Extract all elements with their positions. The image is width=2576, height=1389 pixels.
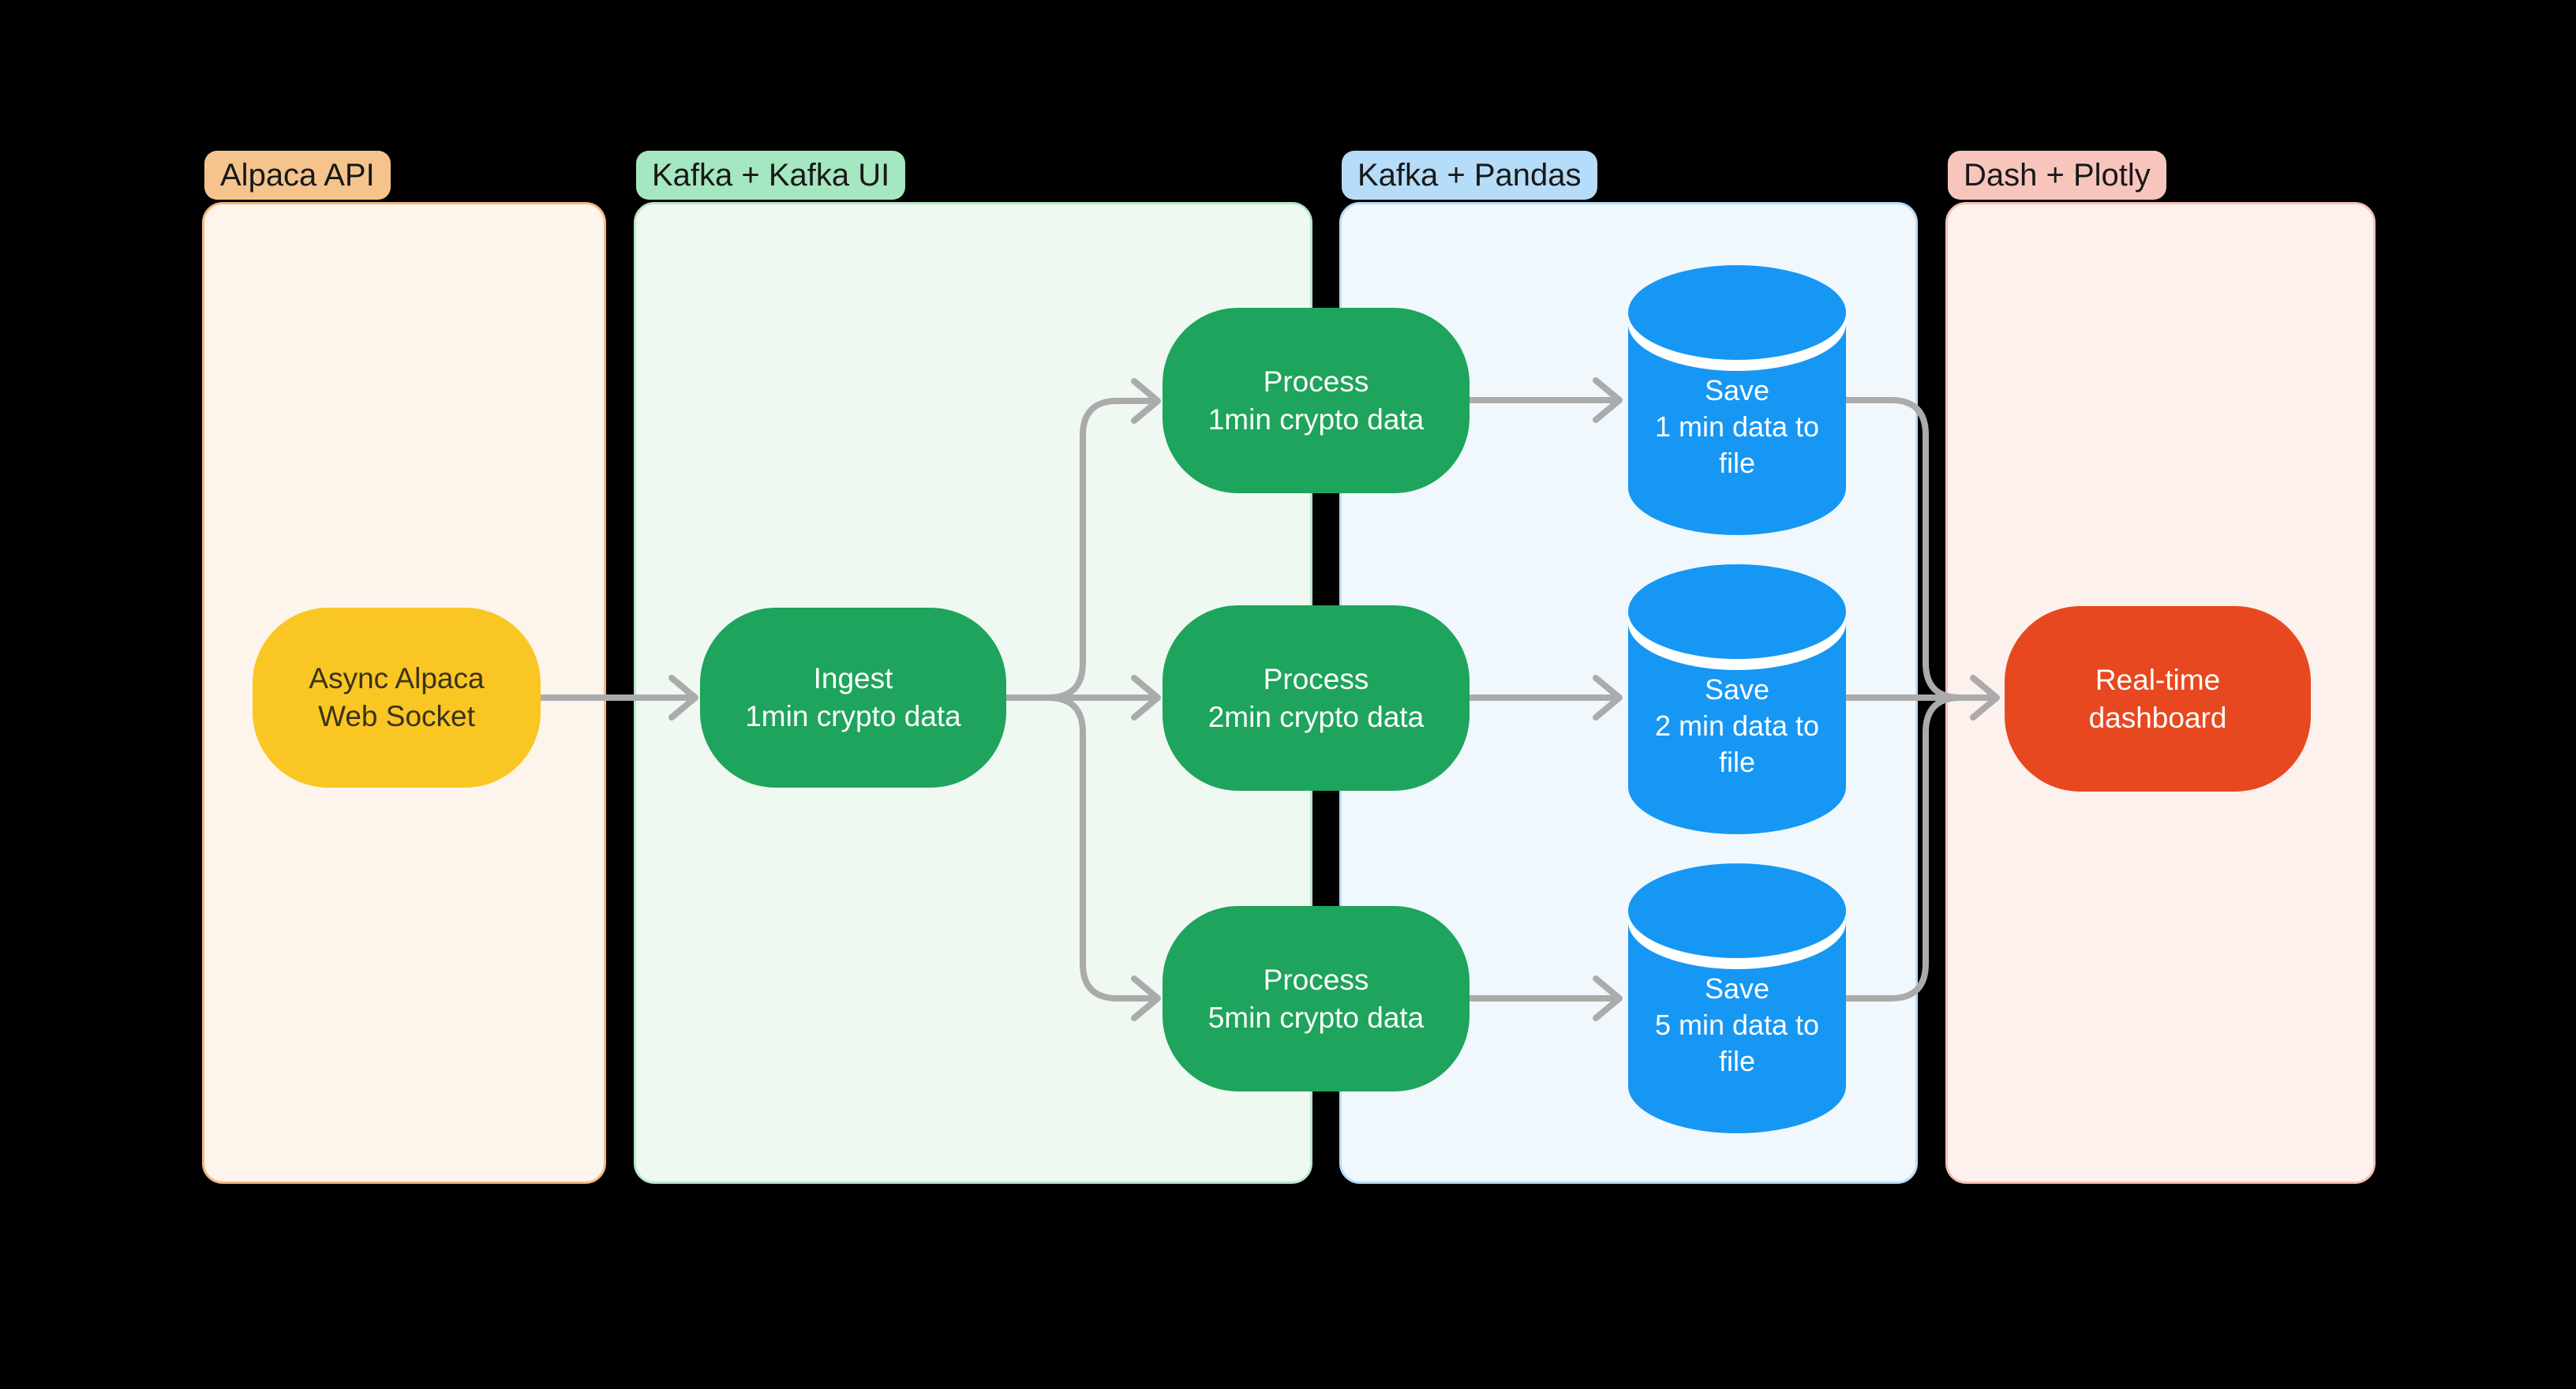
node-text-line: file bbox=[1718, 1045, 1756, 1077]
node-process-2min-crypto-data: Process 2min crypto data bbox=[1163, 605, 1470, 791]
arrow-ingest-to-process-1min bbox=[1003, 378, 1161, 701]
node-ingest-1min-crypto-data: Ingest 1min crypto data bbox=[700, 608, 1006, 788]
node-text-line: 5 min data to bbox=[1654, 1009, 1820, 1041]
node-text-line: Ingest bbox=[813, 662, 893, 694]
database-cylinder-icon bbox=[1628, 863, 1846, 1133]
node-text-line: 5min crypto data bbox=[1208, 1001, 1425, 1034]
lane-label-dash-plotly: Dash + Plotly bbox=[1948, 151, 2166, 200]
node-text-line: 1min crypto data bbox=[1208, 402, 1425, 436]
node-text-line: file bbox=[1718, 746, 1756, 778]
database-save-5min: Save 5 min data to file bbox=[1628, 862, 1846, 1135]
node-text-line: Save bbox=[1704, 374, 1770, 406]
arrow-save-5min-to-dashboard bbox=[1843, 694, 1978, 1002]
node-text-line: 2 min data to bbox=[1654, 709, 1820, 742]
node-text-line: 1min crypto data bbox=[745, 700, 961, 732]
lane-label-kafka-kafka-ui: Kafka + Kafka UI bbox=[636, 151, 906, 200]
node-text-line: 2min crypto data bbox=[1208, 700, 1425, 733]
node-text-line: file bbox=[1718, 447, 1756, 479]
database-label: Save 5 min data to file bbox=[1628, 920, 1846, 1130]
node-text-line: Save bbox=[1704, 673, 1770, 706]
node-process-5min-crypto-data: Process 5min crypto data bbox=[1163, 906, 1470, 1091]
node-text-line: Save bbox=[1704, 972, 1770, 1005]
node-text-line: Process bbox=[1263, 662, 1369, 695]
node-text-line: Process bbox=[1263, 365, 1369, 398]
node-text-line: Web Socket bbox=[318, 700, 475, 732]
node-realtime-dashboard: Real-time dashboard bbox=[2005, 606, 2311, 792]
node-async-alpaca-web-socket: Async Alpaca Web Socket bbox=[253, 608, 541, 788]
database-label: Save 1 min data to file bbox=[1628, 322, 1846, 532]
database-cylinder-icon bbox=[1628, 564, 1846, 834]
database-cylinder-icon bbox=[1628, 265, 1846, 535]
database-save-1min: Save 1 min data to file bbox=[1628, 264, 1846, 537]
arrow-source-to-ingest bbox=[537, 675, 698, 721]
node-text-line: dashboard bbox=[2088, 701, 2227, 734]
arrow-save-2min-to-dashboard bbox=[1843, 675, 2000, 721]
lane-label-alpaca-api: Alpaca API bbox=[204, 151, 391, 200]
node-text-line: 1 min data to bbox=[1654, 410, 1820, 443]
arrow-process-1min-to-save-1min bbox=[1466, 377, 1623, 423]
arrow-ingest-to-process-5min bbox=[1003, 694, 1161, 1021]
node-process-1min-crypto-data: Process 1min crypto data bbox=[1163, 308, 1470, 493]
lane-label-kafka-pandas: Kafka + Pandas bbox=[1342, 151, 1597, 200]
arrow-process-2min-to-save-2min bbox=[1466, 675, 1623, 721]
arrow-process-5min-to-save-5min bbox=[1466, 975, 1623, 1021]
node-text-line: Process bbox=[1263, 963, 1369, 996]
database-save-2min: Save 2 min data to file bbox=[1628, 563, 1846, 836]
node-text-line: Real-time bbox=[2095, 663, 2221, 696]
database-label: Save 2 min data to file bbox=[1628, 621, 1846, 831]
arrow-save-1min-to-dashboard bbox=[1843, 397, 1978, 701]
node-text-line: Async Alpaca bbox=[309, 662, 485, 694]
